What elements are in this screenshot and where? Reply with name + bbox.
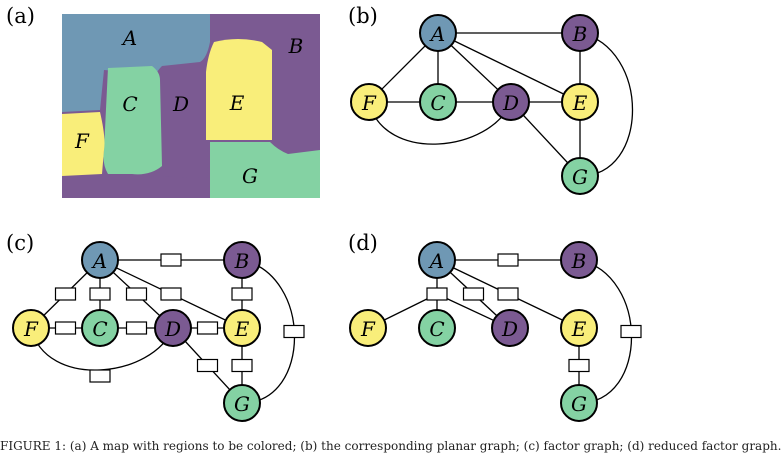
map-label-B: B — [288, 34, 304, 58]
panel-c-node-B — [223, 241, 261, 279]
panel-d-node-G — [560, 384, 598, 422]
panel-c-label: (c) — [6, 231, 34, 255]
panel-d-node-F — [349, 309, 387, 347]
panel-c-node-label-B: B — [234, 249, 250, 273]
map-label-E: E — [229, 91, 245, 115]
panel-c-node-D — [154, 309, 192, 347]
panel-d-node-label-C: C — [429, 317, 444, 341]
panel-b-node-E — [561, 83, 599, 121]
panel-d-factor-A-B — [497, 253, 519, 267]
panel-c-node-label-F: F — [23, 317, 39, 341]
panel-c-factor-D-E — [196, 321, 219, 335]
panel-d-factors — [426, 253, 642, 373]
map-region-C — [103, 66, 162, 175]
panel-c-factor-A-B — [160, 253, 182, 267]
panel-c-factor-A-E — [160, 287, 182, 301]
panel-d-node-label-E: E — [571, 317, 587, 341]
panel-d-node-label-A: A — [428, 249, 444, 273]
panel-c-node-F — [12, 309, 50, 347]
panel-a-label: (a) — [6, 4, 35, 28]
panel-c-factor-F-C — [54, 321, 77, 335]
panel-d-node-B — [560, 241, 598, 279]
panel-d-factor-hub — [426, 287, 448, 301]
panel-d-node-label-G: G — [571, 392, 587, 416]
panel-b-node-label-E: E — [572, 91, 588, 115]
panel-b-node-F — [350, 83, 388, 121]
panel-b-node-D — [492, 83, 530, 121]
panel-b-node-B — [561, 14, 599, 52]
panel-d-node-D — [491, 309, 529, 347]
panel-c-factors — [54, 253, 305, 383]
panel-c-factor-A-D — [125, 287, 148, 301]
panel-b-edge-A-E — [437, 32, 581, 103]
map-region-A — [62, 14, 210, 112]
panel-c-node-E — [223, 309, 261, 347]
panel-a-region-map: (a) A B C D E F G — [6, 4, 320, 198]
panel-c-node-label-G: G — [234, 392, 250, 416]
panel-c-nodes: A B C D E F G — [12, 241, 261, 422]
panel-c-node-C — [81, 309, 119, 347]
panel-d-label: (d) — [348, 231, 378, 255]
panel-d-factor-A-E — [497, 287, 519, 301]
map-coloring-figure: (a) A B C D E F G (b) A B C D E F G (c) A B C D E F… — [6, 4, 642, 422]
map-region-F — [62, 112, 105, 176]
panel-b-node-label-D: D — [502, 91, 519, 115]
panel-b-edge-B-G — [579, 32, 633, 177]
panel-c-factor-E-G — [231, 358, 253, 373]
panel-d-factor-B-G — [620, 324, 642, 339]
panel-b-node-A — [419, 14, 457, 52]
panel-b-edge-F-D — [368, 101, 512, 145]
panel-b-node-label-B: B — [572, 22, 588, 46]
panel-d-node-label-D: D — [501, 317, 518, 341]
panel-d-node-label-B: B — [571, 249, 587, 273]
panel-b-node-label-A: A — [429, 22, 445, 46]
panel-d-node-E — [560, 309, 598, 347]
panel-c-node-label-C: C — [92, 317, 107, 341]
panel-c-factor-A-C — [89, 287, 111, 301]
figure-caption: FIGURE 1: (a) A map with regions to be c… — [0, 439, 781, 453]
panel-b-nodes: A B C D E F G — [350, 14, 599, 195]
panel-d-nodes: A B C D E F G — [349, 241, 598, 422]
panel-c-factor-F-D — [89, 369, 111, 383]
map-label-D: D — [172, 92, 189, 116]
map-label-C: C — [122, 92, 137, 116]
panel-c-node-G — [223, 384, 261, 422]
panel-d-factor-A-D — [462, 287, 485, 301]
panel-c-factor-B-G — [283, 324, 305, 339]
panel-d-reduced-factor-graph: (d) A B C D E F G — [348, 231, 642, 422]
panel-d-node-A — [418, 241, 456, 279]
panel-c-factor-C-D — [125, 321, 148, 335]
map-label-F: F — [74, 129, 90, 153]
panel-b-node-C — [419, 83, 457, 121]
map-region-G — [210, 142, 320, 198]
map-label-A: A — [121, 26, 137, 50]
panel-b-node-label-C: C — [430, 91, 445, 115]
panel-b-node-label-F: F — [361, 91, 377, 115]
panel-c-node-label-E: E — [234, 317, 250, 341]
panel-b-node-G — [561, 157, 599, 195]
panel-c-factor-A-F — [54, 287, 77, 301]
map-label-G: G — [242, 164, 258, 188]
panel-c-node-label-D: D — [164, 317, 181, 341]
panel-c-factor-D-G — [196, 358, 219, 373]
panel-b-graph: (b) A B C D E F G — [348, 4, 633, 195]
panel-d-factor-E-G — [568, 358, 590, 373]
panel-c-node-label-A: A — [91, 249, 107, 273]
map-region-E — [206, 39, 272, 140]
panel-c-factor-graph: (c) A B C D E F G — [6, 231, 305, 422]
panel-c-node-A — [81, 241, 119, 279]
panel-b-node-label-G: G — [572, 165, 588, 189]
panel-d-node-C — [418, 309, 456, 347]
panel-b-label: (b) — [348, 4, 378, 28]
panel-c-factor-B-E — [231, 287, 253, 301]
panel-d-node-label-F: F — [360, 317, 376, 341]
